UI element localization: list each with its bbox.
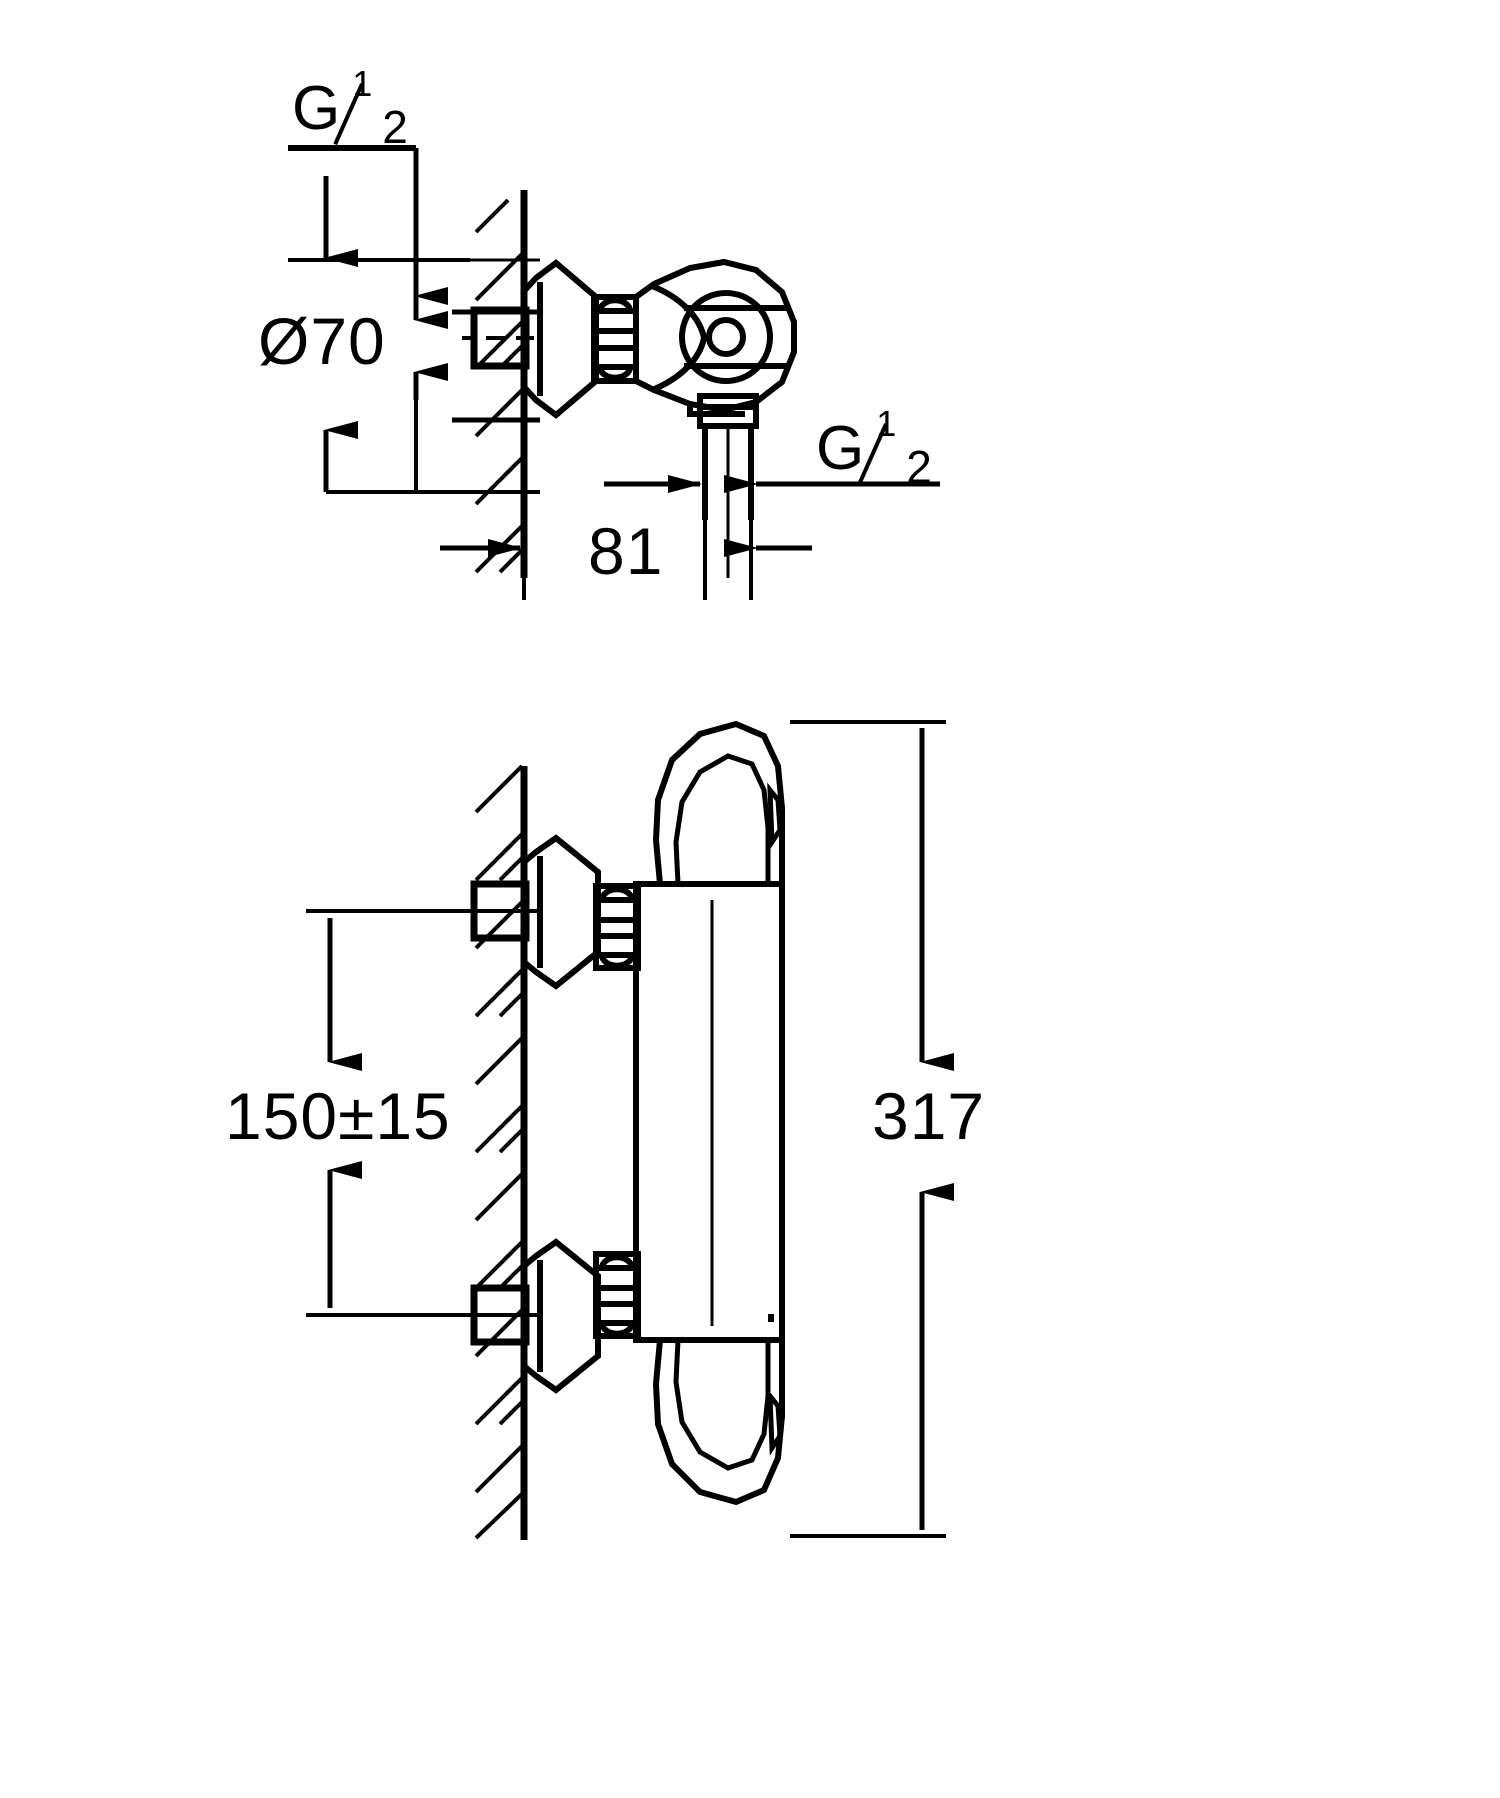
valve-body-side [633,258,797,414]
fraction-one-half: 1 2 [333,66,422,153]
label-thread-outlet: G 1 2 [816,406,946,493]
fraction-denominator-outlet: 2 [906,441,932,493]
hex-nut-upper [593,883,641,971]
thermostatic-body-block [633,881,785,1343]
side-section-view [288,145,940,600]
handle-cap-lower [652,1339,785,1506]
dimension-projection [440,492,812,600]
thread-letter-outlet: G [816,414,865,483]
fraction-one-half-outlet: 1 2 [857,406,946,493]
wall-hatching-2 [474,764,526,1540]
dimension-thread-top [288,145,540,305]
hex-nut-lower [593,1251,641,1339]
outlet-pipe [687,393,759,578]
escutcheon-cone [521,259,599,419]
label-inlet-spacing: 150±15 [225,1079,451,1153]
thread-letter: G [292,74,341,143]
handle-cap-upper [652,720,785,885]
wall-hatching [474,198,526,574]
dimension-diameter [323,290,540,494]
dimension-inlet-spacing [306,909,540,1317]
label-diameter: Ø70 [258,304,386,378]
dimension-total-height [790,720,954,1538]
front-elevation-view [306,720,954,1540]
fraction-denominator: 2 [382,101,408,153]
label-total-height: 317 [872,1079,986,1153]
hex-nut-inlet [591,294,639,384]
label-projection: 81 [588,514,664,588]
label-thread-top: G 1 2 [292,66,422,153]
inlet-connector-embedded [462,306,534,370]
